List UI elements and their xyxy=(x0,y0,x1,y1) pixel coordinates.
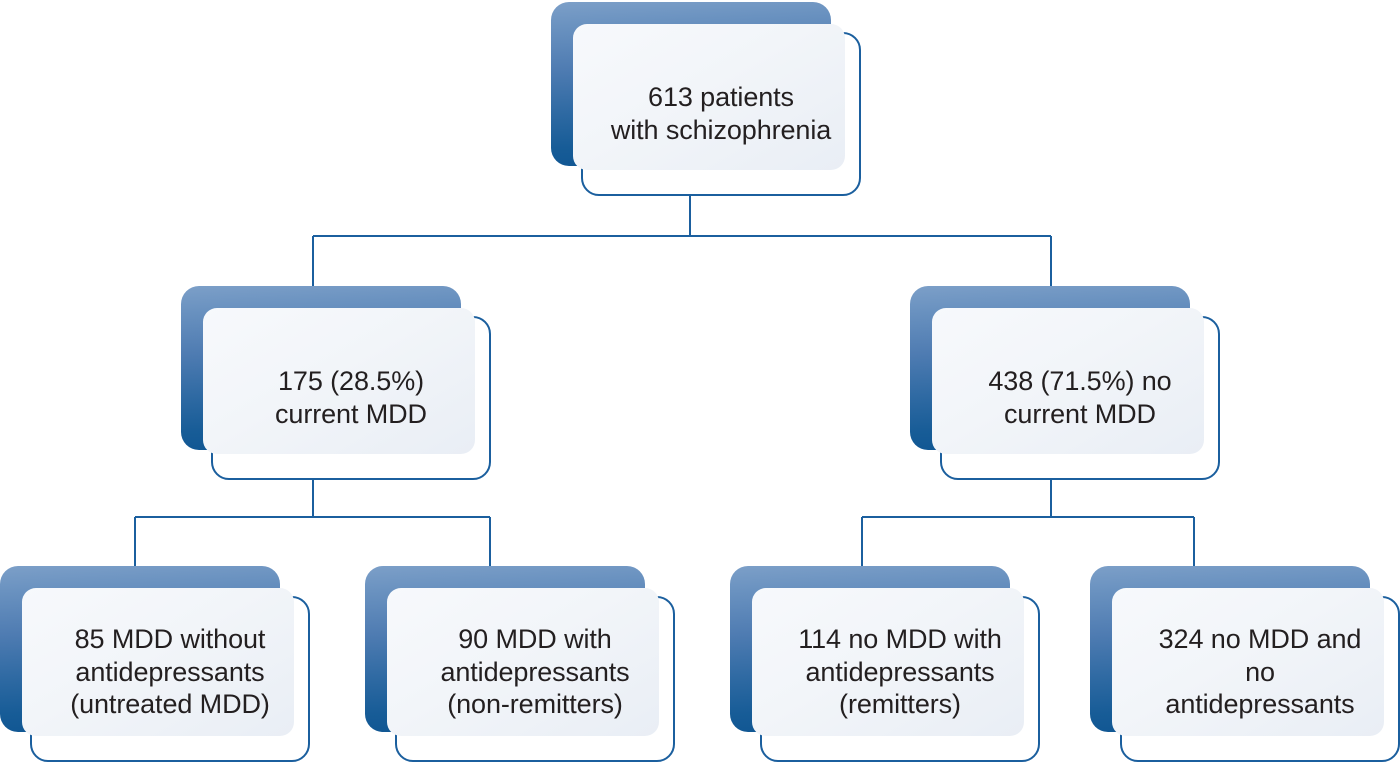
node-non-remitters-panel xyxy=(387,588,659,736)
node-root-panel xyxy=(573,24,845,170)
node-no-mdd-no-antidepressants-label: 324 no MDD and no antidepressants xyxy=(1158,623,1362,720)
node-current-mdd-label: 175 (28.5%) current MDD xyxy=(275,366,427,429)
node-untreated-mdd-label: 85 MDD without antidepressants (untreate… xyxy=(70,623,270,720)
node-no-current-mdd-panel xyxy=(932,308,1204,454)
node-non-remitters-label: 90 MDD with antidepressants (non-remitte… xyxy=(440,623,630,720)
node-remitters-label: 114 no MDD with antidepressants (remitte… xyxy=(798,623,1002,720)
node-remitters-panel xyxy=(752,588,1024,736)
node-current-mdd-panel xyxy=(203,308,475,454)
node-no-mdd-no-antidepressants-panel xyxy=(1112,588,1384,736)
node-root-label: 613 patients with schizophrenia xyxy=(610,82,832,145)
node-no-mdd-no-antidepressants[interactable]: 324 no MDD and no antidepressants xyxy=(1090,566,1400,762)
node-untreated-mdd[interactable]: 85 MDD without antidepressants (untreate… xyxy=(0,566,310,762)
node-no-current-mdd-label: 438 (71.5%) no current MDD xyxy=(988,366,1172,429)
node-non-remitters[interactable]: 90 MDD with antidepressants (non-remitte… xyxy=(365,566,675,762)
node-remitters[interactable]: 114 no MDD with antidepressants (remitte… xyxy=(730,566,1040,762)
node-untreated-mdd-panel xyxy=(22,588,294,736)
node-root[interactable]: 613 patients with schizophrenia xyxy=(551,2,861,196)
node-no-current-mdd[interactable]: 438 (71.5%) no current MDD xyxy=(910,286,1220,480)
node-current-mdd[interactable]: 175 (28.5%) current MDD xyxy=(181,286,491,480)
